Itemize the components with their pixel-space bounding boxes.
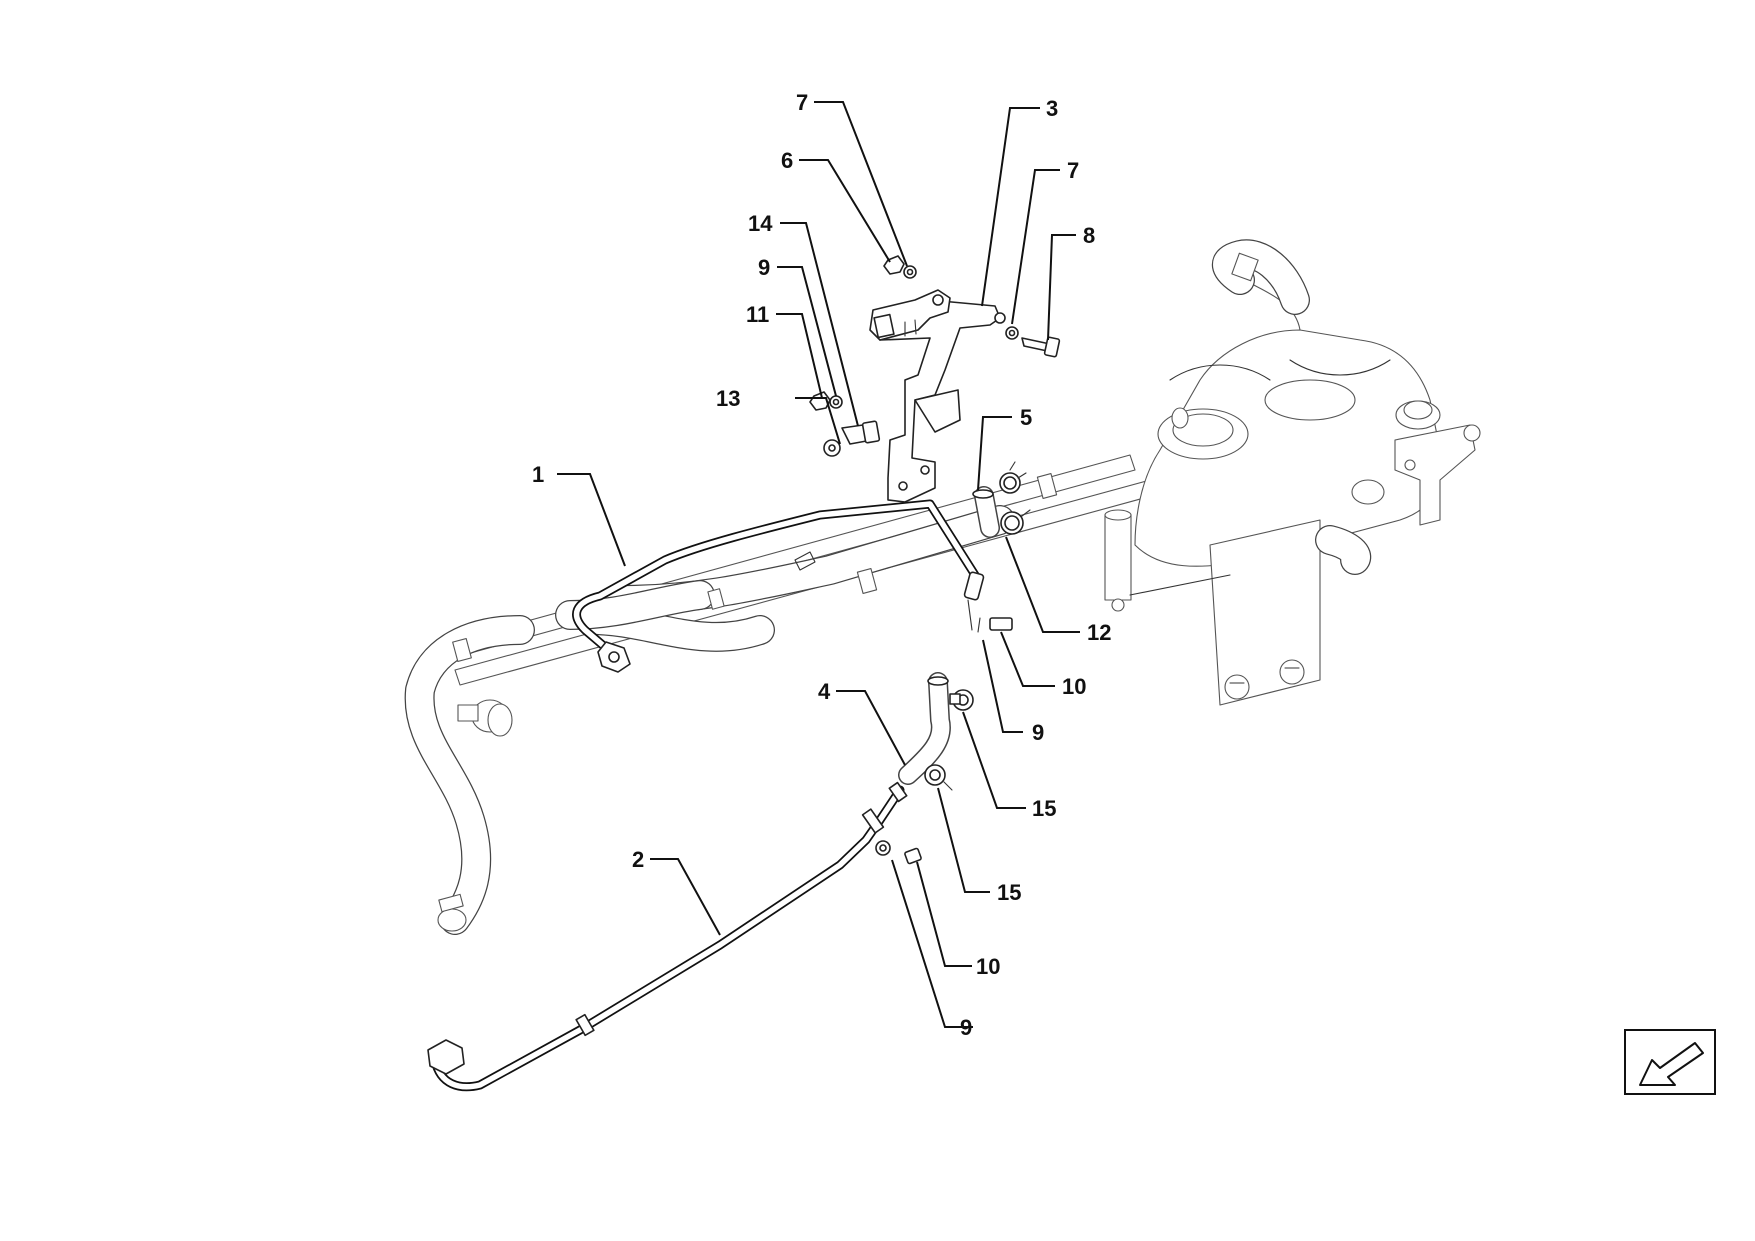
leader-lines	[557, 101, 1080, 1028]
callout-9-left: 9	[758, 255, 770, 280]
callout-2: 2	[632, 847, 644, 872]
callout-8: 8	[1083, 223, 1095, 248]
part-15-clamps	[924, 689, 974, 791]
callout-4: 4	[818, 679, 831, 704]
callout-9-bottom: 9	[960, 1015, 972, 1040]
callout-11: 11	[746, 302, 769, 327]
part-2-pipe	[427, 781, 908, 1092]
part-4-hose	[898, 672, 951, 785]
callout-labels: 1 2 3 4 5 6 7 7 8 9 9 9 10 10 11 12 13 1…	[532, 90, 1111, 1040]
callout-5: 5	[1020, 405, 1032, 430]
callout-3: 3	[1046, 96, 1058, 121]
callout-13: 13	[716, 386, 740, 411]
background-hose-assembly	[404, 239, 1481, 935]
pressure-sensor	[869, 289, 951, 341]
callout-12: 12	[1087, 620, 1111, 645]
callout-15-lower: 15	[997, 880, 1021, 905]
callout-15-upper: 15	[1032, 796, 1056, 821]
arrow-down-left-icon	[1624, 1029, 1716, 1095]
callout-7-right: 7	[1067, 158, 1079, 183]
callout-1: 1	[532, 462, 544, 487]
callout-10-bottom: 10	[976, 954, 1000, 979]
part-3-bracket	[879, 299, 1006, 503]
callout-9-middle: 9	[1032, 720, 1044, 745]
callout-10-middle: 10	[1062, 674, 1086, 699]
callout-6: 6	[781, 148, 793, 173]
callout-7-top: 7	[796, 90, 808, 115]
part-5-hose	[972, 486, 1000, 538]
callout-14: 14	[748, 211, 773, 236]
part-1-pipe	[572, 499, 985, 673]
fasteners	[809, 255, 1061, 865]
part-12-clamps	[999, 461, 1031, 535]
